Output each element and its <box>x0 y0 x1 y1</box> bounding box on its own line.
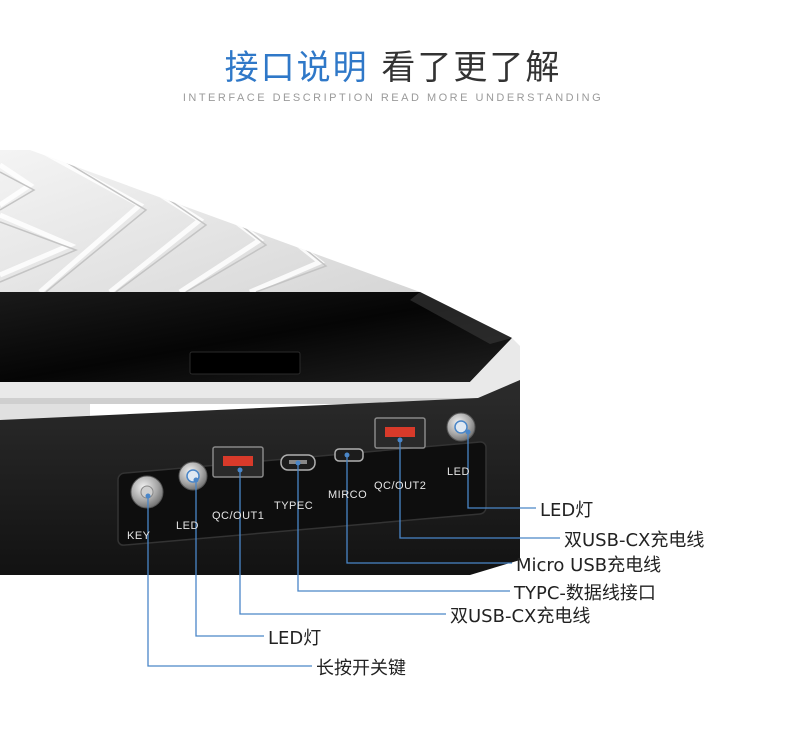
callout-usb-cx-right: 双USB-CX充电线 <box>564 530 705 551</box>
display-window <box>189 351 301 375</box>
led-right-lens <box>454 420 468 434</box>
leader-usb-cx-left <box>239 470 446 615</box>
port-label-led-right: LED <box>447 466 470 478</box>
leader-dots <box>145 429 471 499</box>
port-label-led-left: LED <box>176 520 199 532</box>
port-label-key: KEY <box>127 530 151 542</box>
leader-typec <box>297 463 510 592</box>
port-label-qc-out2: QC/OUT2 <box>374 480 427 492</box>
usb-port-qc-out1-tongue <box>223 456 253 466</box>
device-white-side <box>0 380 520 404</box>
leader-micro-usb <box>346 455 512 564</box>
callout-usb-cx-left: 双USB-CX充电线 <box>450 606 591 627</box>
leader-led-left <box>195 480 264 637</box>
title-rest: 看了更了解 <box>381 48 562 88</box>
callout-led-left: LED灯 <box>268 628 322 649</box>
glass-reflection <box>410 292 512 344</box>
page-title: 接口说明 看了更了解 <box>0 40 786 89</box>
title-highlight: 接口说明 <box>224 48 369 88</box>
leader-usb-cx-right <box>399 440 560 539</box>
glass-panel <box>0 292 512 382</box>
usb-port-qc-out2-tongue <box>385 427 415 437</box>
callout-typec-data: TYPC-数据线接口 <box>514 583 656 604</box>
port-label-typec: TYPEC <box>274 500 314 512</box>
leader-lines <box>147 432 560 667</box>
callout-micro-usb: Micro USB充电线 <box>516 555 662 576</box>
page-subtitle: INTERFACE DESCRIPTION READ MORE UNDERSTA… <box>182 92 604 104</box>
leader-power-key <box>147 496 312 667</box>
callout-power-key: 长按开关键 <box>316 658 406 679</box>
leader-led-right <box>467 432 536 509</box>
callout-led-right: LED灯 <box>540 500 594 521</box>
device-white-frame <box>0 338 520 398</box>
port-label-qc-out1: QC/OUT1 <box>212 510 265 522</box>
port-label-mirco: MIRCO <box>328 489 368 501</box>
